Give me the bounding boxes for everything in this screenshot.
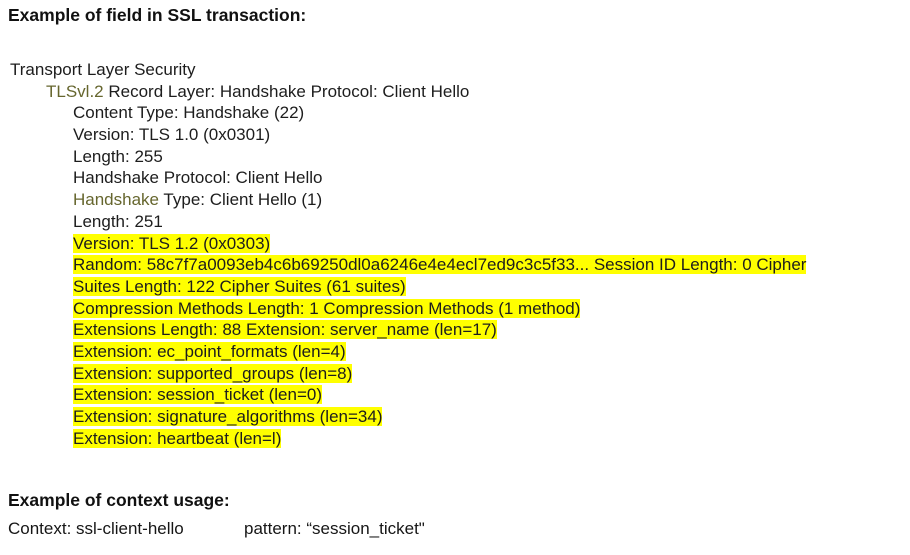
field-segment: Content Type: Handshake (22): [73, 103, 305, 123]
field-segment: Extension: signature_algorithms (len=34): [73, 407, 383, 426]
field-segment: Type: Client Hello (1): [159, 190, 323, 210]
field-text: Transport Layer Security: [10, 60, 196, 79]
tls-tree-line: Version: TLS 1.0 (0x0301): [0, 124, 910, 146]
highlighted-field-text: Version: TLS 1.2 (0x0303): [73, 233, 271, 253]
field-segment: Suites Length: 122 Cipher Suites (61 sui…: [73, 276, 406, 296]
field-segment: Length: 255: [73, 146, 163, 166]
tls-tree-line: Handshake Protocol: Client Hello: [0, 167, 910, 189]
context-usage-line: Context: ssl-client-hello pattern: “sessi…: [8, 519, 425, 539]
field-segment: Version: TLS 1.2 (0x0303): [73, 233, 271, 253]
field-text: Length: 255: [73, 147, 163, 166]
tls-tree-line: Length: 255: [0, 146, 910, 168]
field-segment: Extensions Length: 88 Extension: server_…: [73, 320, 497, 340]
field-segment: Extension: ec_point_formats (len=4): [73, 341, 346, 361]
field-segment: Random: 58c7f7a0093eb4c6b69250dl0a6246e4…: [73, 255, 807, 275]
tls-tree-line: Random: 58c7f7a0093eb4c6b69250dl0a6246e4…: [0, 254, 910, 276]
highlighted-field-text: Compression Methods Length: 1 Compressio…: [73, 298, 581, 318]
pattern-value: pattern: “session_ticket": [244, 519, 425, 538]
tls-tree-line: Extension: ec_point_formats (len=4): [0, 341, 910, 363]
field-segment: Length: 251: [73, 211, 163, 231]
field-text: Content Type: Handshake (22): [73, 103, 304, 122]
tls-tree-line: Length: 251: [0, 211, 910, 233]
tls-tree-line: Extension: supported_groups (len=8): [0, 363, 910, 385]
highlighted-field-text: Extensions Length: 88 Extension: server_…: [73, 320, 497, 340]
field-text: Length: 251: [73, 212, 163, 231]
field-segment: Record Layer: Handshake Protocol: Client…: [103, 81, 470, 101]
tls-tree-line: Extension: heartbeat (len=l): [0, 428, 910, 450]
protocol-keyword: Handshake: [73, 190, 160, 210]
field-segment: Extension: supported_groups (len=8): [73, 363, 353, 383]
tls-tree-line: Extensions Length: 88 Extension: server_…: [0, 319, 910, 341]
tls-tree-line: TLSvl.2 Record Layer: Handshake Protocol…: [0, 81, 910, 103]
protocol-keyword: TLSvl.2: [46, 81, 104, 101]
highlighted-field-text: Extension: signature_algorithms (len=34): [73, 407, 383, 426]
context-value: Context: ssl-client-hello: [8, 519, 184, 538]
field-segment: Compression Methods Length: 1 Compressio…: [73, 298, 581, 318]
field-segment: Handshake Protocol: Client Hello: [73, 168, 323, 188]
context-usage-heading: Example of context usage:: [8, 490, 230, 510]
tls-tree-line: Extension: session_ticket (len=0): [0, 384, 910, 406]
tls-tree-line: Handshake Type: Client Hello (1): [0, 189, 910, 211]
field-segment: Extension: heartbeat (len=l): [73, 428, 282, 448]
field-example-heading: Example of field in SSL transaction:: [8, 5, 307, 25]
tls-tree-line: Compression Methods Length: 1 Compressio…: [0, 298, 910, 320]
highlighted-field-text: Extension: heartbeat (len=l): [73, 428, 282, 448]
highlighted-field-text: Extension: supported_groups (len=8): [73, 363, 353, 383]
tls-tree-line: Content Type: Handshake (22): [0, 102, 910, 124]
field-text: TLSvl.2 Record Layer: Handshake Protocol…: [46, 82, 469, 101]
highlighted-field-text: Suites Length: 122 Cipher Suites (61 sui…: [73, 276, 406, 296]
field-segment: Transport Layer Security: [10, 60, 196, 79]
highlighted-field-text: Random: 58c7f7a0093eb4c6b69250dl0a6246e4…: [73, 255, 807, 275]
tls-tree-line: Transport Layer Security: [0, 59, 910, 81]
field-text: Version: TLS 1.0 (0x0301): [73, 125, 270, 144]
field-segment: Extension: session_ticket (len=0): [73, 385, 322, 405]
field-text: Handshake Type: Client Hello (1): [73, 190, 322, 209]
field-text: Handshake Protocol: Client Hello: [73, 168, 322, 187]
highlighted-field-text: Extension: ec_point_formats (len=4): [73, 341, 346, 361]
field-segment: Version: TLS 1.0 (0x0301): [73, 125, 271, 145]
highlighted-field-text: Extension: session_ticket (len=0): [73, 385, 322, 405]
tls-tree-line: Suites Length: 122 Cipher Suites (61 sui…: [0, 276, 910, 298]
tls-tree-line: Version: TLS 1.2 (0x0303): [0, 233, 910, 255]
tls-tree-line: Extension: signature_algorithms (len=34): [0, 406, 910, 428]
